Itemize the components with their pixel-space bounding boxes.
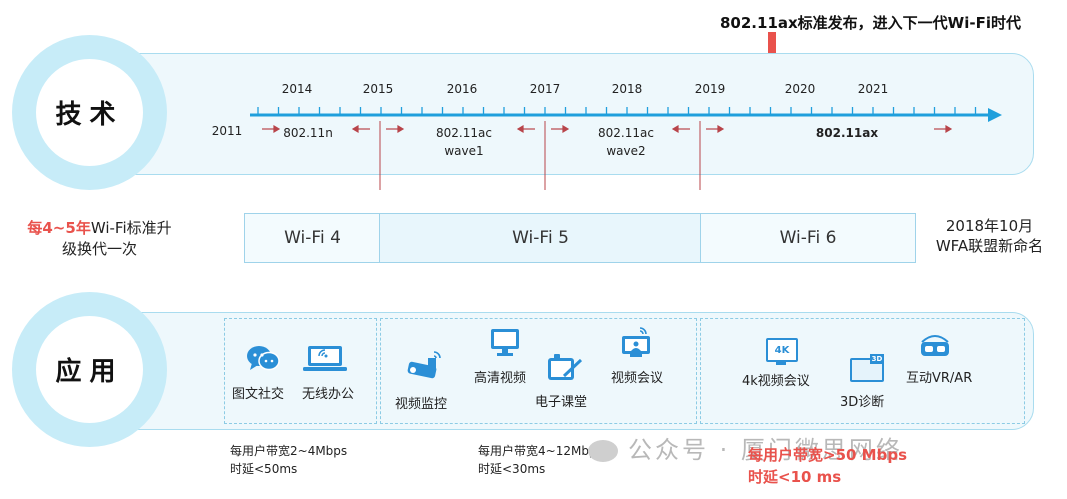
- app-label-hdvideo: 高清视频: [474, 371, 527, 386]
- security-camera-icon: [407, 351, 441, 379]
- app-label-social: 图文社交: [232, 387, 285, 402]
- tablet-pen-icon: [548, 354, 583, 380]
- app-label-classroom: 电子课堂: [535, 395, 588, 410]
- headline: 802.11ax标准发布，进入下一代Wi-Fi时代: [720, 14, 1021, 32]
- watermark: 公众号 · 厦门微思网络: [588, 430, 903, 465]
- app-label-conference: 视频会议: [611, 371, 664, 386]
- wechat-icon: [588, 440, 618, 462]
- year-label: 2021: [857, 82, 889, 96]
- app-label: 应用: [55, 357, 124, 387]
- perf-wifi5-bandwidth: 每用户带宽4~12Mbps: [478, 444, 603, 458]
- perf-wifi6: 每用户带宽>50 Mbps 时延<10 ms: [748, 444, 907, 488]
- standard-80211ax: 802.11ax: [815, 126, 879, 140]
- vr-headset-icon: [921, 335, 949, 356]
- 3d-badge-icon: 3D: [870, 354, 884, 364]
- naming-note: 2018年10月 WFA联盟新命名: [922, 216, 1057, 256]
- year-label: 2018: [611, 82, 643, 96]
- perf-wifi4: 每用户带宽2~4Mbps 时延<50ms: [230, 442, 347, 478]
- standard-80211n: 802.11n: [283, 126, 333, 140]
- app-label-office: 无线办公: [302, 387, 355, 402]
- cadence-note: 每4~5年Wi-Fi标准升 级换代一次: [22, 218, 177, 260]
- cadence-line2: 级换代一次: [61, 240, 137, 258]
- app-label-monitor: 视频监控: [395, 397, 448, 412]
- cadence-highlight: 每4~5年: [27, 219, 91, 237]
- perf-wifi5: 每用户带宽4~12Mbps 时延<30ms: [478, 442, 603, 478]
- year-2011: 2011: [211, 124, 243, 138]
- laptop-wifi-icon: [303, 346, 347, 371]
- tech-circle-inner: 技术: [36, 59, 143, 166]
- timeline-axis: [250, 107, 1002, 190]
- app-label-4k: 4k视频会议: [742, 374, 810, 389]
- gen-wifi5: Wi-Fi 5: [379, 213, 702, 263]
- app-label-3d: 3D诊断: [840, 395, 885, 410]
- tech-label: 技术: [55, 100, 124, 130]
- app-panel-wifi4: [224, 318, 377, 424]
- gen-wifi4: Wi-Fi 4: [244, 213, 381, 263]
- standard-sub: wave1: [444, 144, 484, 158]
- standard-80211ac-wave2: 802.11ac wave2: [598, 124, 654, 160]
- standard-80211ac-wave1: 802.11ac wave1: [436, 124, 492, 160]
- perf-wifi4-latency: 时延<50ms: [230, 462, 298, 476]
- 4k-screen-icon: 4K: [766, 338, 798, 362]
- year-label: 2014: [281, 82, 313, 96]
- standard-name: 802.11ac: [598, 126, 654, 140]
- 4k-screen-stand-icon: [776, 362, 786, 365]
- 3d-text: 3D: [871, 355, 883, 363]
- perf-wifi5-latency: 时延<30ms: [478, 462, 546, 476]
- app-circle-inner: 应用: [36, 316, 143, 423]
- naming-line2: WFA联盟新命名: [935, 237, 1044, 255]
- naming-line1: 2018年10月: [945, 217, 1034, 235]
- cadence-line1: Wi-Fi标准升: [90, 219, 172, 237]
- perf-wifi6-bandwidth: 每用户带宽>50 Mbps: [748, 446, 907, 464]
- 4k-text: 4K: [774, 344, 790, 356]
- year-label: 2016: [446, 82, 478, 96]
- perf-wifi4-bandwidth: 每用户带宽2~4Mbps: [230, 444, 348, 458]
- standard-sub: wave2: [606, 144, 646, 158]
- chat-bubbles-icon: [247, 346, 280, 371]
- monitor-icon: [491, 329, 519, 356]
- standard-name: 802.11ac: [436, 126, 492, 140]
- perf-wifi6-latency: 时延<10 ms: [748, 468, 842, 486]
- watermark-text: 公众号 · 厦门微思网络: [628, 436, 903, 464]
- gen-wifi6: Wi-Fi 6: [700, 213, 916, 263]
- year-label: 2020: [784, 82, 816, 96]
- year-label: 2017: [529, 82, 561, 96]
- video-conference-icon: [622, 327, 650, 357]
- app-label-vr: 互动VR/AR: [906, 371, 973, 386]
- year-label: 2019: [694, 82, 726, 96]
- year-label: 2015: [362, 82, 394, 96]
